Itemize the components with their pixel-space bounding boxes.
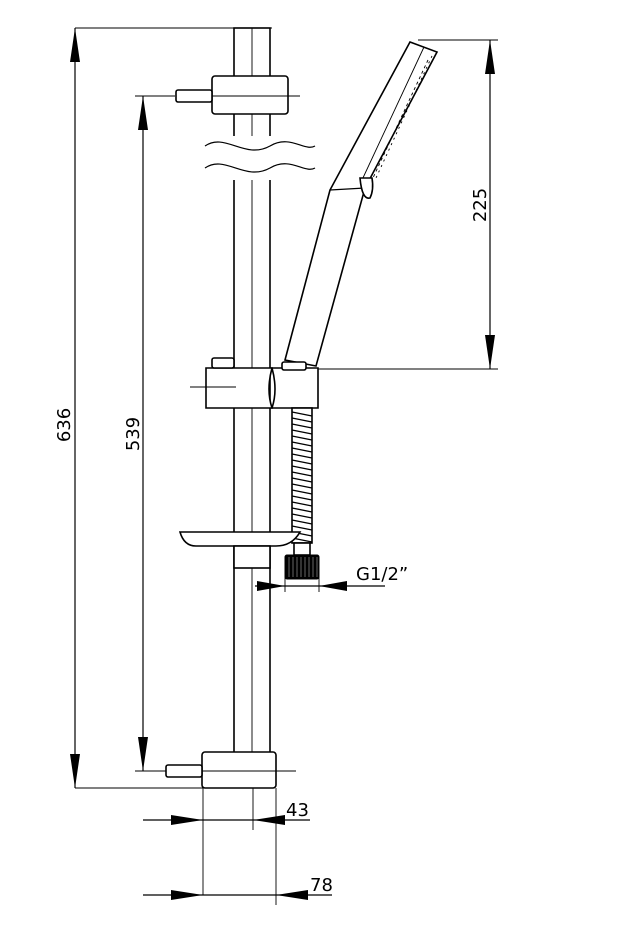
dimension-connection: G1/2”	[255, 564, 408, 592]
dimension-wall-projection-78: 78	[143, 788, 333, 905]
hose-coil	[291, 417, 313, 423]
hose-coil	[291, 495, 313, 501]
spray-face-texture	[371, 55, 433, 181]
hose-coil	[291, 477, 313, 483]
hose-coil	[291, 453, 313, 459]
hose-coil	[291, 507, 313, 513]
hose-coil	[291, 483, 313, 489]
hose-coil	[291, 471, 313, 477]
dimension-hand-shower-length: 225	[318, 39, 498, 370]
dimension-label-636: 636	[54, 408, 75, 442]
hose-coil	[291, 489, 313, 495]
hose-coil	[291, 465, 313, 471]
dimension-label-539: 539	[123, 417, 144, 451]
hose-coil	[291, 423, 313, 429]
top-wall-bracket	[175, 75, 300, 115]
soap-dish	[178, 531, 302, 569]
hose-coil	[291, 435, 313, 441]
hose-coil	[291, 513, 313, 519]
slider-holder	[190, 357, 319, 409]
shower-hose	[284, 407, 320, 580]
dimension-label-43: 43	[286, 800, 309, 821]
break-lines	[200, 136, 318, 180]
hose-coil	[291, 441, 313, 447]
dimension-wall-projection-43: 43	[143, 788, 310, 895]
hose-coil	[291, 429, 313, 435]
dimension-bracket-spacing: 539	[123, 95, 175, 772]
hose-coil	[291, 525, 313, 531]
hand-shower	[284, 41, 439, 367]
hose-coil	[291, 501, 313, 507]
dimension-label-g12: G1/2”	[356, 564, 408, 585]
dimension-label-78: 78	[310, 875, 333, 896]
dimension-overall-height: 636	[54, 27, 272, 789]
hose-coil	[291, 411, 313, 417]
hose-coil	[291, 519, 313, 525]
bottom-wall-bracket	[150, 751, 296, 789]
dimension-label-225: 225	[470, 188, 491, 222]
hose-coil	[291, 447, 313, 453]
hose-coil	[291, 459, 313, 465]
